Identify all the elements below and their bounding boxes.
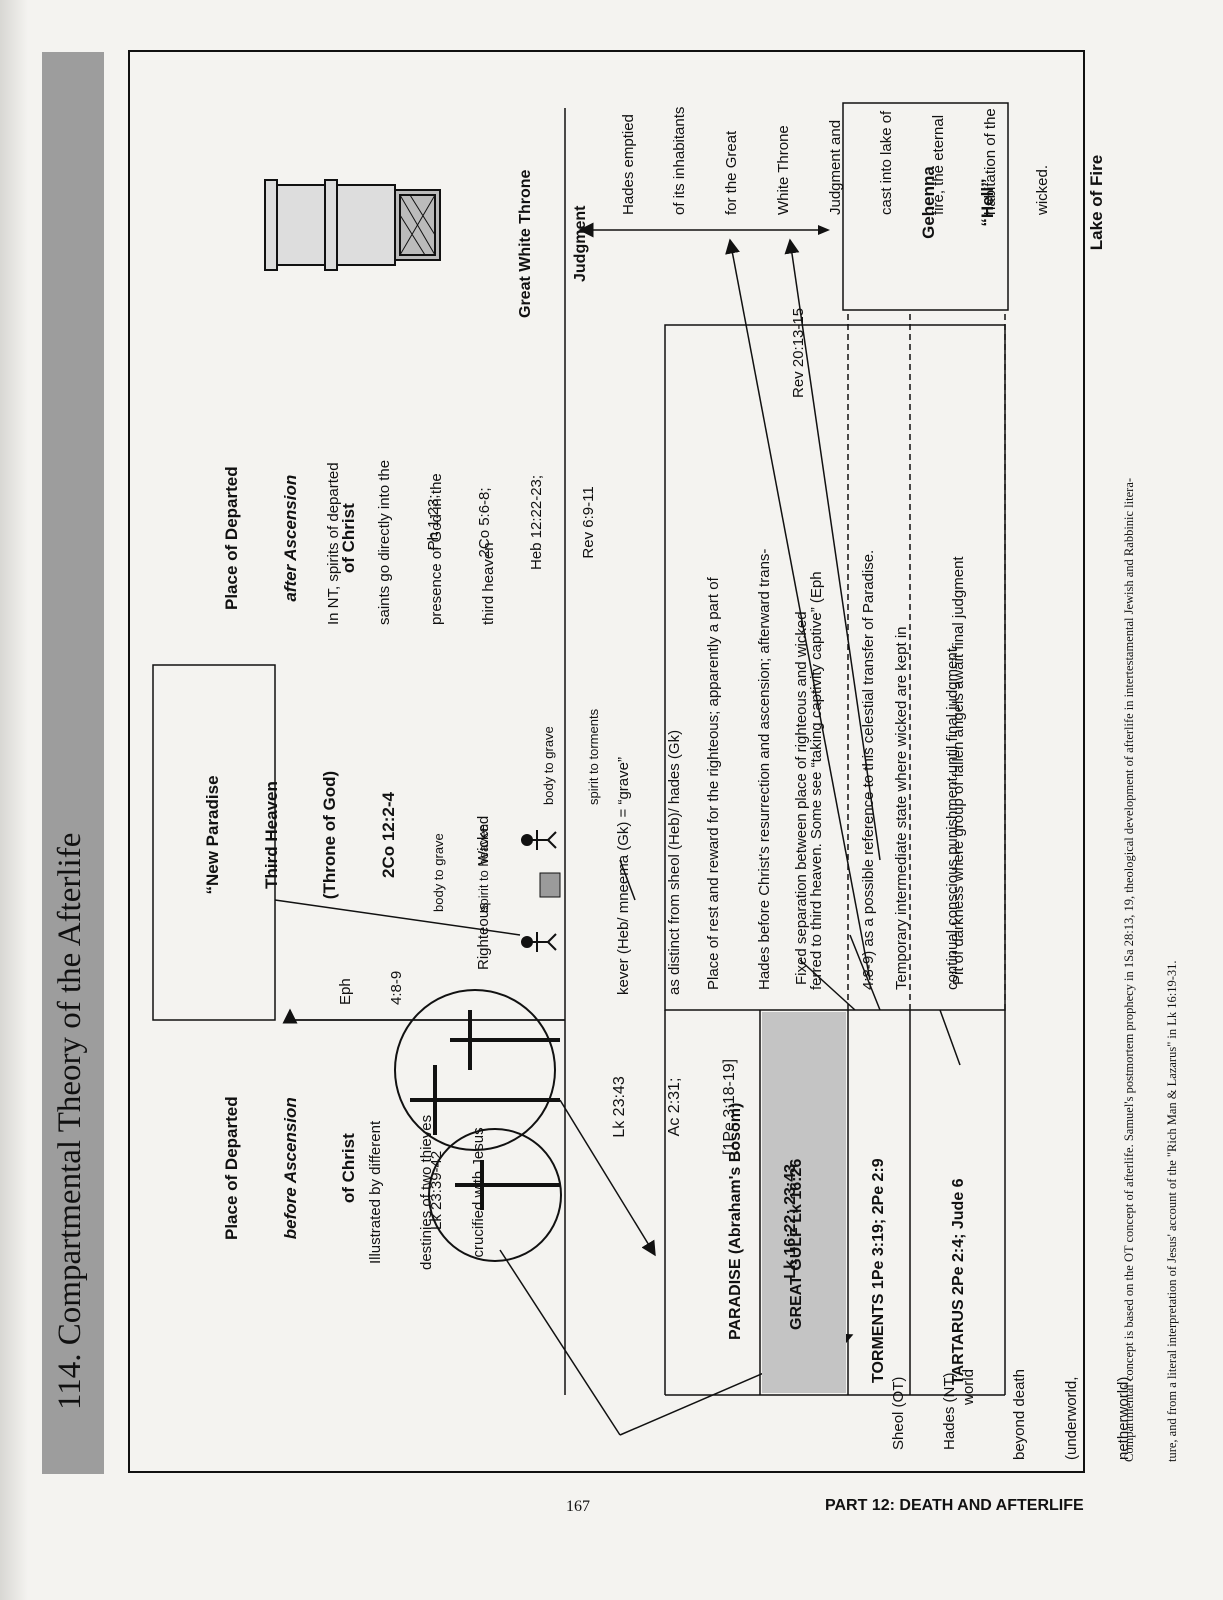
rev-ref: Rev 20:13-15	[790, 307, 807, 398]
sheol-line1: Sheol (OT)	[889, 1376, 907, 1450]
righteous-label: Righteous	[475, 902, 492, 970]
world-line3: (underworld,	[1063, 1376, 1080, 1460]
new-paradise-line2: Third Heaven	[261, 781, 281, 889]
after-ref-3: Heb 12:22-23;	[528, 474, 545, 570]
righteous-fate-line2: spirit to heaven	[475, 823, 491, 912]
torments-desc-line1: Temporary intermediate state where wicke…	[892, 626, 910, 990]
gwt-desc-line2: of its inhabitants	[671, 106, 689, 215]
thieves-illustration-text: Illustrated by different destinies of tw…	[332, 1115, 505, 1270]
gehenna-line2: “Hell”	[977, 178, 997, 227]
tartarus-compartment: TARTARUS 2Pe 2:4; Jude 6	[950, 1178, 967, 1385]
righteous-fate-line1: body to grave	[430, 833, 446, 912]
after-ref-2: 2Co 5:6-8;	[476, 487, 494, 558]
gehenna-label: Gehenna “Hell” Lake of Fire	[880, 130, 1127, 275]
throne-icon	[264, 179, 441, 271]
new-paradise-line1: “New Paradise	[203, 775, 223, 895]
gulf-description: Fixed separation between place of righte…	[793, 611, 810, 985]
gwt-desc-line3: for the Great	[723, 130, 740, 215]
footer-part-label: PART 12: DEATH AND AFTERLIFE	[825, 1497, 1084, 1514]
paradise-desc-line3: ferred to third heaven. Some see “taking…	[808, 571, 825, 990]
gulf-compartment: GREAT GULF Lk 16:26	[788, 1158, 805, 1330]
caption-line1: Compartmental concept is based on the OT…	[1121, 477, 1136, 1462]
after-ref-1: Ph 1:23;	[424, 494, 442, 551]
before-heading-line2: before Ascension	[280, 1097, 300, 1240]
grave-box	[539, 872, 561, 898]
righteous-fate: body to grave spirit to heaven	[402, 824, 507, 912]
after-desc-line1: In NT, spirits of departed	[324, 462, 342, 625]
world-line2: beyond death	[1011, 1369, 1029, 1460]
torments-compartment: TORMENTS 1Pe 3:19; 2Pe 2:9	[870, 1158, 887, 1383]
paradise-desc-line1: Place of rest and reward for the righteo…	[704, 577, 722, 990]
wicked-fate-line1: body to grave	[540, 726, 556, 805]
paradise-desc-line2: Hades before Christ's resurrection and a…	[756, 548, 774, 990]
after-heading-line1: Place of Departed	[222, 466, 242, 610]
after-ascension-refs: Ph 1:23; 2Co 5:6-8; Heb 12:22-23; Rev 6:…	[390, 475, 614, 570]
gwt-heading-line1: Great White Throne	[516, 169, 534, 318]
stick-figures	[521, 830, 557, 952]
caption-line2: ture, and from a literal interpretation …	[1164, 960, 1179, 1462]
after-ref-4: Rev 6:9-11	[579, 486, 597, 559]
world-line1: world	[959, 1369, 977, 1405]
illustration-line3: crucified with Jesus	[470, 1127, 487, 1258]
before-heading-line1: Place of Departed	[222, 1096, 242, 1240]
new-paradise-line4: 2Co 12:2-4	[379, 792, 399, 878]
caption: Compartmental concept is based on the OT…	[1093, 478, 1194, 1462]
crucifixion-circles	[394, 989, 562, 1262]
page-number: 167	[566, 1498, 590, 1515]
kever-line1: kever (Heb/ mneema (Gk) = “grave”	[614, 757, 632, 995]
gehenna-line4: Lake of Fire	[1087, 154, 1107, 251]
gehenna-line1: Gehenna	[919, 166, 939, 239]
gehenna-spacer	[1036, 130, 1048, 275]
gwt-desc-line4: White Throne	[774, 125, 792, 215]
tartarus-description: Pit of darkness where group of fallen an…	[950, 556, 967, 985]
title-band	[42, 52, 104, 1474]
new-paradise-line3: (Throne of God)	[320, 770, 340, 900]
paradise-compartment-line1: PARADISE (Abraham's Bosom)	[726, 1102, 744, 1340]
new-paradise-label: “New Paradise Third Heaven (Throne of Go…	[164, 690, 418, 980]
page-edge-shadow	[0, 0, 28, 1600]
diagram-frame	[128, 50, 1085, 1473]
cross-ref-1: Lk 23:43	[610, 1076, 628, 1138]
thieves-ref: Lk 23:39-42	[428, 1150, 445, 1230]
illustration-line1: Illustrated by different	[366, 1120, 384, 1265]
gwt-desc-line1: Hades emptied	[619, 114, 637, 215]
cross-ref-2: Ac 2:31;	[665, 1077, 683, 1137]
gulf-shading	[762, 1012, 846, 1393]
gwt-desc-line5: Judgment and	[826, 119, 844, 215]
